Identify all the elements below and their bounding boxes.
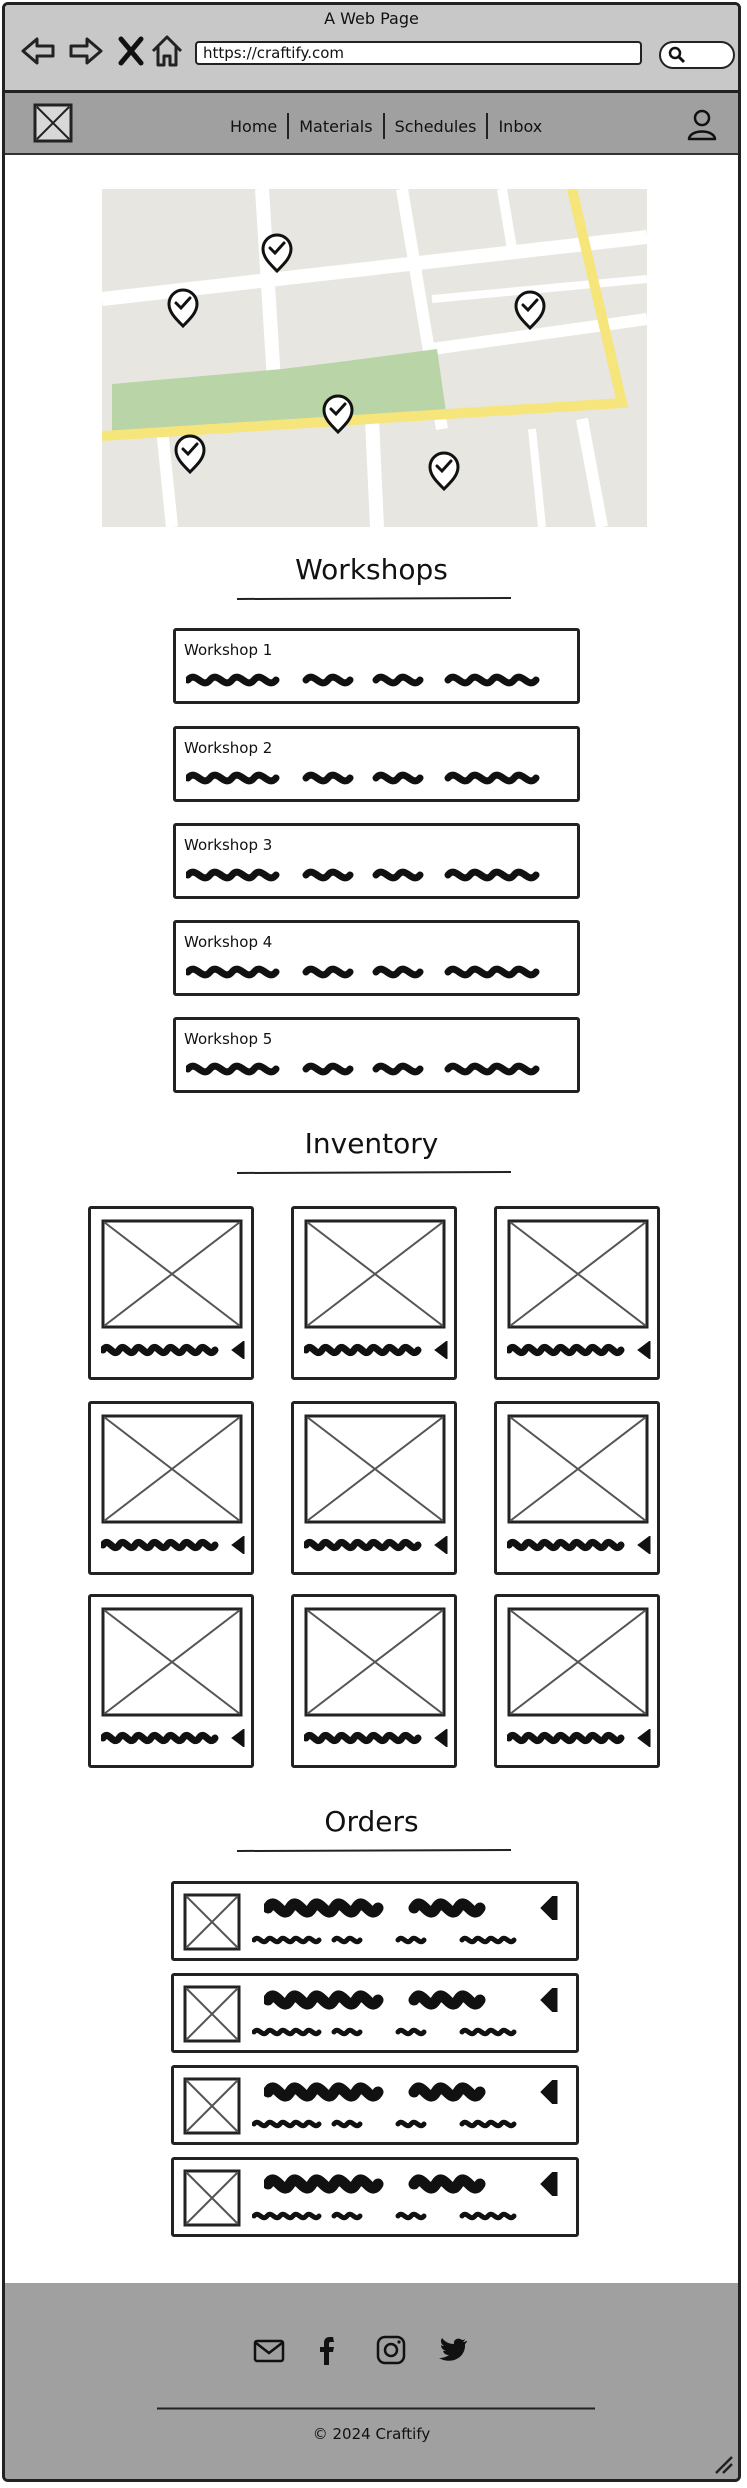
site-header: Home Materials Schedules Inbox	[5, 93, 738, 155]
image-placeholder	[304, 1414, 446, 1524]
workshop-title: Workshop 1	[184, 641, 273, 659]
inventory-heading: Inventory	[304, 1127, 439, 1160]
image-placeholder	[304, 1607, 446, 1717]
scribble-text-placeholder	[101, 1729, 245, 1747]
image-placeholder	[183, 1985, 241, 2043]
workshop-card[interactable]: Workshop 2	[173, 726, 580, 802]
scribble-title-placeholder	[264, 1988, 558, 2012]
image-placeholder	[183, 2077, 241, 2135]
image-placeholder	[183, 1893, 241, 1951]
scribble-text-placeholder	[507, 1341, 651, 1359]
inventory-card[interactable]	[494, 1206, 660, 1380]
image-placeholder	[101, 1414, 243, 1524]
twitter-icon[interactable]	[435, 2333, 469, 2367]
order-row[interactable]	[171, 1973, 579, 2053]
scribble-text-placeholder	[186, 965, 540, 979]
scribble-text-placeholder	[252, 2027, 517, 2037]
heading-underline	[237, 597, 511, 600]
scribble-title-placeholder	[264, 1896, 558, 1920]
nav-divider	[287, 113, 290, 139]
nav-item-materials[interactable]: Materials	[299, 116, 373, 136]
copyright-text: © 2024 Craftify	[312, 2425, 431, 2443]
image-placeholder	[507, 1219, 649, 1329]
user-icon[interactable]	[685, 107, 719, 141]
nav-item-schedules[interactable]: Schedules	[394, 116, 477, 136]
image-placeholder	[183, 2169, 241, 2227]
inventory-card[interactable]	[88, 1401, 254, 1575]
forward-arrow-icon[interactable]	[65, 31, 105, 71]
back-arrow-icon[interactable]	[19, 31, 59, 71]
map[interactable]	[102, 189, 647, 527]
workshop-title: Workshop 5	[184, 1030, 273, 1048]
browser-search-box[interactable]	[659, 41, 735, 69]
footer-divider	[157, 2407, 595, 2410]
window-title: A Web Page	[324, 9, 419, 28]
scribble-text-placeholder	[252, 2211, 517, 2221]
orders-heading: Orders	[324, 1805, 419, 1838]
resize-handle-icon[interactable]	[712, 2453, 734, 2475]
close-icon[interactable]	[111, 31, 151, 71]
main-nav: Home Materials Schedules Inbox	[220, 113, 552, 139]
search-icon	[668, 46, 686, 64]
scribble-text-placeholder	[186, 673, 540, 687]
scribble-text-placeholder	[186, 868, 540, 882]
workshop-title: Workshop 3	[184, 836, 273, 854]
scribble-text-placeholder	[252, 1935, 517, 1945]
workshops-heading: Workshops	[295, 553, 448, 586]
scribble-title-placeholder	[264, 2172, 558, 2196]
image-placeholder	[304, 1219, 446, 1329]
scribble-text-placeholder	[186, 1062, 540, 1076]
address-bar[interactable]: https://craftify.com	[195, 41, 642, 65]
inventory-card[interactable]	[291, 1594, 457, 1768]
heading-underline	[237, 1171, 511, 1174]
heading-underline	[237, 1849, 511, 1852]
workshop-card[interactable]: Workshop 5	[173, 1017, 580, 1093]
image-placeholder	[507, 1607, 649, 1717]
mail-icon[interactable]	[252, 2333, 286, 2367]
scribble-text-placeholder	[101, 1536, 245, 1554]
logo-placeholder[interactable]	[33, 103, 73, 143]
scribble-text-placeholder	[186, 771, 540, 785]
inventory-card[interactable]	[291, 1401, 457, 1575]
nav-item-home[interactable]: Home	[230, 116, 278, 136]
scribble-text-placeholder	[507, 1536, 651, 1554]
workshop-title: Workshop 2	[184, 739, 273, 757]
facebook-icon[interactable]	[313, 2333, 347, 2367]
site-footer: © 2024 Craftify	[5, 2283, 738, 2479]
inventory-card[interactable]	[494, 1594, 660, 1768]
inventory-card[interactable]	[494, 1401, 660, 1575]
image-placeholder	[101, 1219, 243, 1329]
workshop-card[interactable]: Workshop 4	[173, 920, 580, 996]
image-placeholder	[507, 1414, 649, 1524]
workshop-card[interactable]: Workshop 3	[173, 823, 580, 899]
inventory-card[interactable]	[88, 1594, 254, 1768]
nav-divider	[486, 113, 489, 139]
scribble-text-placeholder	[252, 2119, 517, 2129]
scribble-text-placeholder	[304, 1341, 448, 1359]
social-links	[252, 2333, 469, 2367]
inventory-card[interactable]	[291, 1206, 457, 1380]
nav-item-inbox[interactable]: Inbox	[498, 116, 543, 136]
nav-divider	[382, 113, 385, 139]
home-icon[interactable]	[147, 31, 187, 71]
scribble-text-placeholder	[507, 1729, 651, 1747]
scribble-text-placeholder	[101, 1341, 245, 1359]
order-row[interactable]	[171, 2157, 579, 2237]
image-placeholder	[101, 1607, 243, 1717]
instagram-icon[interactable]	[374, 2333, 408, 2367]
browser-chrome: A Web Page https://craftify.com	[5, 5, 738, 93]
order-row[interactable]	[171, 1881, 579, 1961]
scribble-text-placeholder	[304, 1536, 448, 1554]
scribble-title-placeholder	[264, 2080, 558, 2104]
workshop-title: Workshop 4	[184, 933, 273, 951]
order-row[interactable]	[171, 2065, 579, 2145]
workshop-card[interactable]: Workshop 1	[173, 628, 580, 704]
scribble-text-placeholder	[304, 1729, 448, 1747]
inventory-card[interactable]	[88, 1206, 254, 1380]
